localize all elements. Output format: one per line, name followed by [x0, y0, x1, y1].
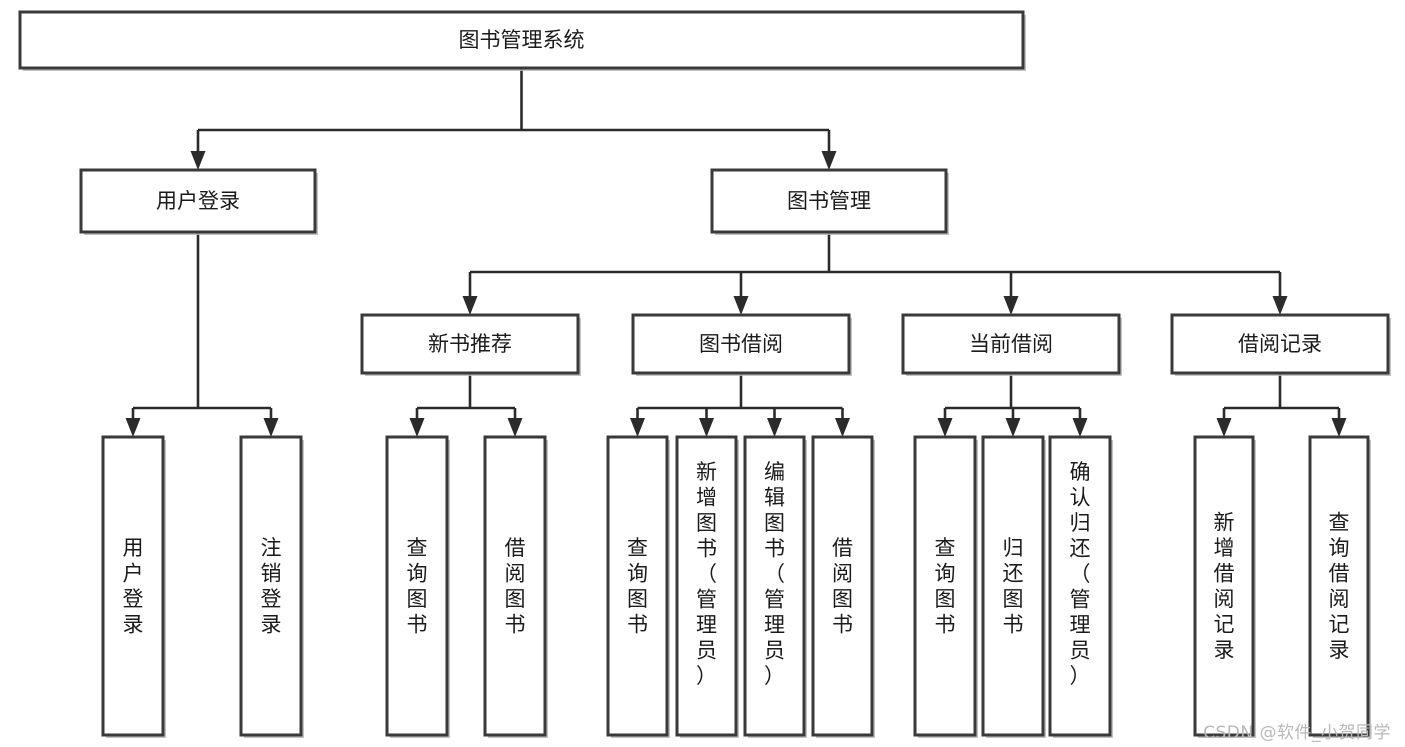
arrow-head: [1331, 418, 1347, 437]
arrow-head: [733, 296, 749, 315]
node-leaf-1[interactable]: 注销登录: [239, 435, 304, 738]
node-rect: [811, 435, 874, 737]
node-level2-0[interactable]: 用户登录: [79, 168, 318, 235]
node-rect: [981, 435, 1045, 737]
node-label: 新增借阅记录: [1214, 510, 1235, 662]
node-rect: [743, 435, 806, 737]
node-level2-1[interactable]: 图书管理: [710, 168, 949, 235]
node-label: 用户登录: [123, 536, 144, 637]
node-rect: [1308, 435, 1370, 737]
node-label: 查询图书: [935, 536, 956, 637]
arrow-head: [630, 418, 645, 437]
arrow-head: [409, 418, 425, 437]
node-rect: [79, 168, 317, 234]
node-level3-1[interactable]: 图书借阅: [631, 313, 852, 376]
node-rect: [18, 10, 1025, 70]
node-label: 注销登录: [261, 536, 282, 637]
node-leaf-6[interactable]: 编辑图书（管理员）: [743, 435, 807, 738]
arrow-head: [263, 418, 279, 437]
arrow-head: [1005, 418, 1021, 437]
node-label: 编辑图书（管理员）: [764, 460, 785, 688]
arrow-head: [699, 418, 714, 437]
node-label: 用户登录: [156, 189, 240, 213]
node-leaf-11[interactable]: 新增借阅记录: [1193, 435, 1256, 738]
node-label: 图书管理系统: [459, 28, 585, 52]
node-layer: 图书管理系统用户登录图书管理新书推荐图书借阅当前借阅借阅记录用户登录注销登录查询…: [18, 10, 1391, 738]
node-label: 借阅记录: [1238, 332, 1322, 356]
node-label: 图书借阅: [699, 332, 783, 356]
node-leaf-10[interactable]: 确认归还（管理员）: [1048, 435, 1113, 738]
node-rect: [239, 435, 303, 737]
node-label: 图书管理: [787, 189, 871, 213]
node-leaf-5[interactable]: 新增图书（管理员）: [675, 435, 739, 738]
arrow-head: [937, 418, 953, 437]
node-rect: [631, 313, 851, 375]
node-rect: [710, 168, 948, 234]
arrow-head: [125, 418, 141, 437]
node-leaf-4[interactable]: 查询图书: [606, 435, 670, 738]
node-label: 确认归还（管理员）: [1070, 460, 1091, 688]
arrow-head: [767, 418, 782, 437]
node-label: 借阅图书: [505, 536, 526, 637]
arrow-head: [1272, 296, 1288, 315]
node-leaf-9[interactable]: 归还图书: [981, 435, 1046, 738]
node-rect: [1048, 435, 1112, 737]
watermark-label: CSDN @软件_小贺同学: [1203, 723, 1391, 743]
arrow-head: [1072, 418, 1088, 437]
arrow-head: [190, 151, 206, 170]
node-rect: [360, 313, 580, 375]
arrow-head: [821, 151, 837, 170]
arrow-head: [462, 296, 478, 315]
node-rect: [606, 435, 669, 737]
arrow-head: [1003, 296, 1019, 315]
node-rect: [913, 435, 977, 737]
node-rect: [901, 313, 1121, 375]
node-level3-2[interactable]: 当前借阅: [901, 313, 1122, 376]
node-leaf-3[interactable]: 借阅图书: [483, 435, 548, 738]
connector-layer: [125, 68, 1347, 437]
arrow-head: [835, 418, 850, 437]
node-label: 归还图书: [1003, 536, 1024, 637]
node-rect: [1170, 313, 1390, 375]
node-label: 查询图书: [407, 536, 428, 637]
node-root[interactable]: 图书管理系统: [18, 10, 1026, 71]
arrow-head: [1216, 418, 1232, 437]
node-label: 新增图书（管理员）: [696, 460, 717, 688]
node-leaf-8[interactable]: 查询图书: [913, 435, 978, 738]
node-leaf-7[interactable]: 借阅图书: [811, 435, 875, 738]
node-leaf-0[interactable]: 用户登录: [101, 435, 166, 738]
node-rect: [101, 435, 165, 737]
node-leaf-12[interactable]: 查询借阅记录: [1308, 435, 1371, 738]
node-rect: [385, 435, 449, 737]
node-label: 借阅图书: [832, 536, 853, 637]
node-rect: [1193, 435, 1255, 737]
node-rect: [483, 435, 547, 737]
node-label: 当前借阅: [969, 332, 1053, 356]
node-rect: [675, 435, 738, 737]
arrow-head: [507, 418, 523, 437]
node-label: 新书推荐: [428, 332, 512, 356]
node-level3-3[interactable]: 借阅记录: [1170, 313, 1391, 376]
node-level3-0[interactable]: 新书推荐: [360, 313, 581, 376]
node-label: 查询图书: [627, 536, 648, 637]
node-label: 查询借阅记录: [1329, 510, 1350, 662]
node-leaf-2[interactable]: 查询图书: [385, 435, 450, 738]
